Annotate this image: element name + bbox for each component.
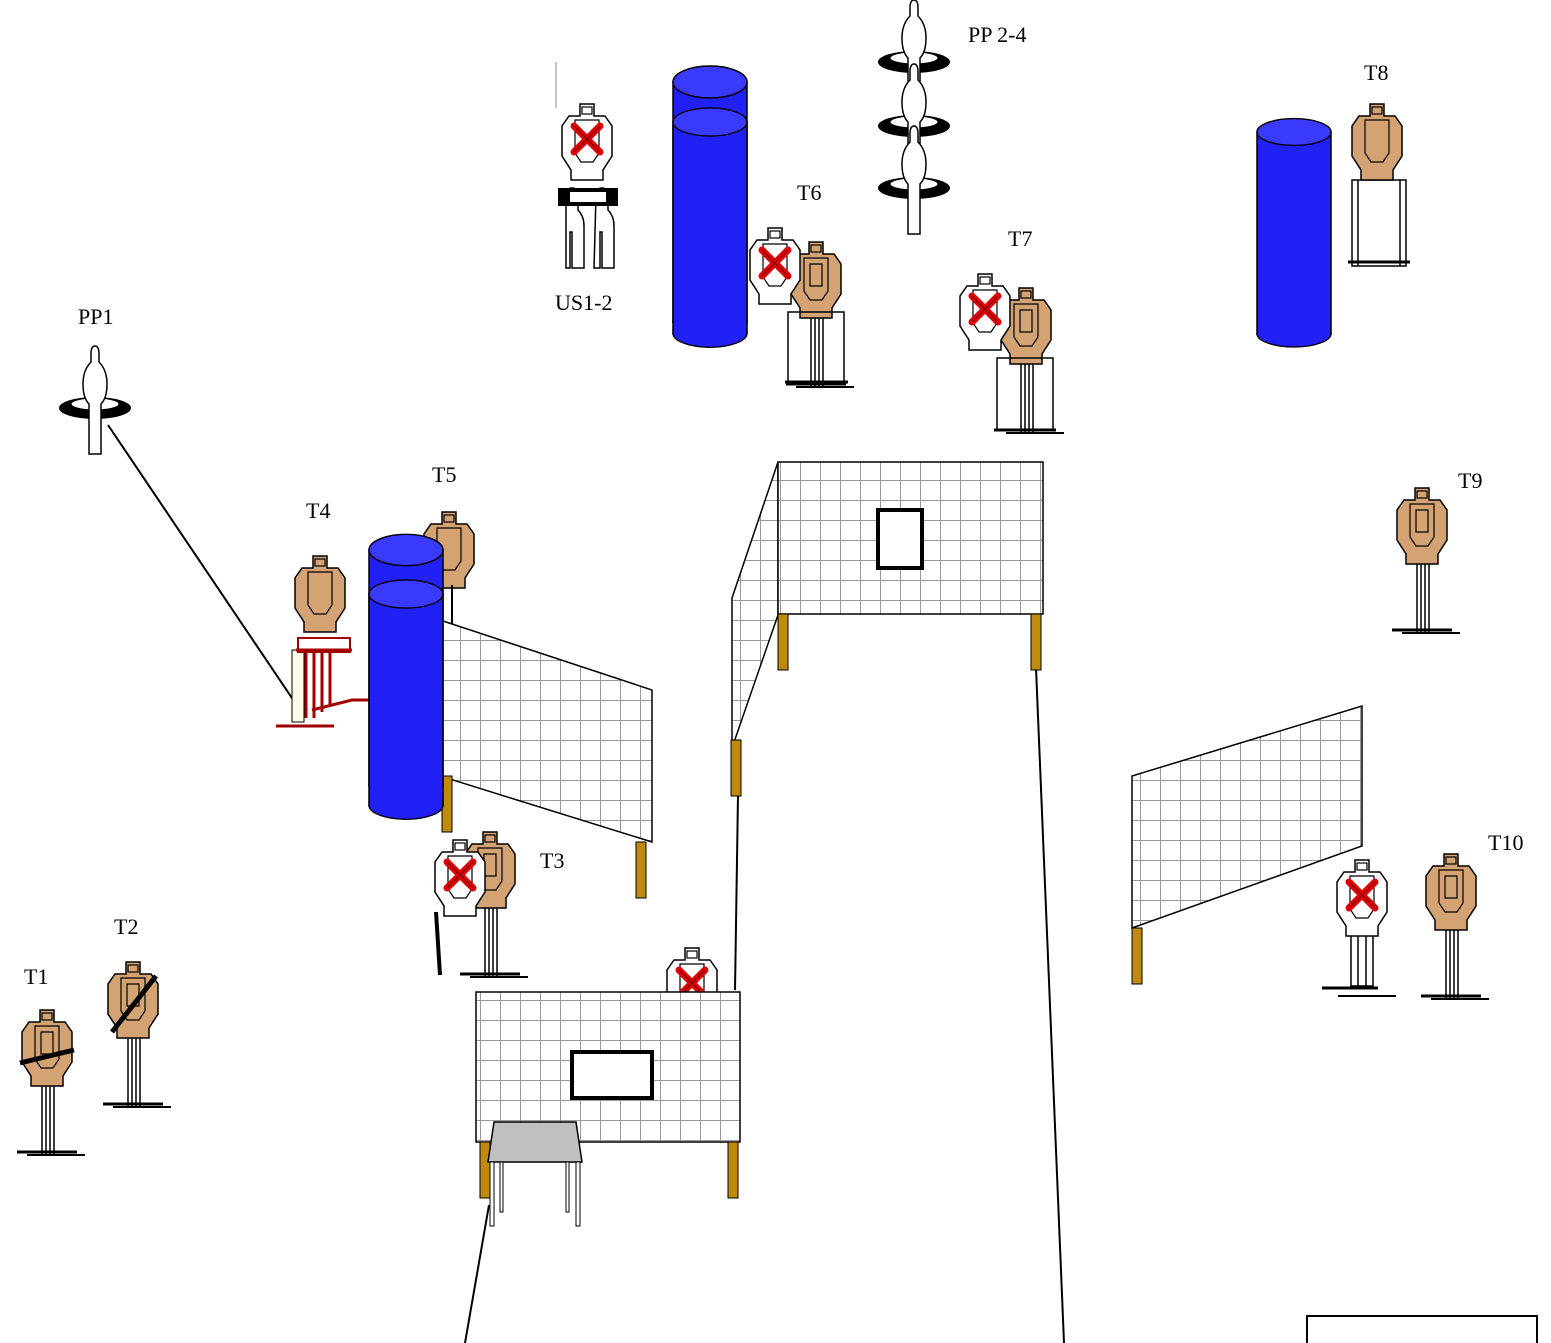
pp1-activation-cable [107,424,301,711]
label-t5: T5 [432,462,456,487]
target-t8 [1348,103,1410,267]
mesh-wall-right [1131,704,1363,985]
label-t6: T6 [797,180,821,205]
target-t7 [960,274,1066,435]
target-t6 [750,228,856,389]
fault-line-center [734,794,739,991]
label-t9: T9 [1458,468,1482,493]
start-table [487,1121,583,1227]
barrel-t8 [1256,117,1332,348]
us12-targets [558,104,618,269]
legend-box [1306,1315,1538,1343]
target-t4 [276,555,370,728]
label-t1: T1 [24,964,48,989]
label-t4: T4 [306,498,330,523]
label-pp1: PP1 [78,304,113,329]
target-t3 [435,830,530,979]
no-shoot-t10 [1322,860,1396,997]
label-us12: US1-2 [555,290,612,315]
label-t8: T8 [1364,60,1388,85]
label-t2: T2 [114,914,138,939]
label-t10: T10 [1488,830,1523,855]
mesh-wall-front [475,991,741,1199]
target-t2 [101,960,173,1109]
fault-line-left [464,1204,490,1343]
label-pp24: PP 2-4 [968,22,1026,47]
popper-pp4 [877,125,951,235]
label-t7: T7 [1008,226,1032,251]
popper-pp1 [58,345,132,455]
barrel-left-2 [368,579,444,821]
target-t1 [15,1008,87,1157]
target-t9 [1390,486,1462,635]
fault-line-right [1035,667,1065,1343]
mesh-wall-center [730,461,1044,797]
target-t10 [1419,852,1491,1001]
label-t3: T3 [540,848,564,873]
barrel-top-2 [672,107,748,349]
